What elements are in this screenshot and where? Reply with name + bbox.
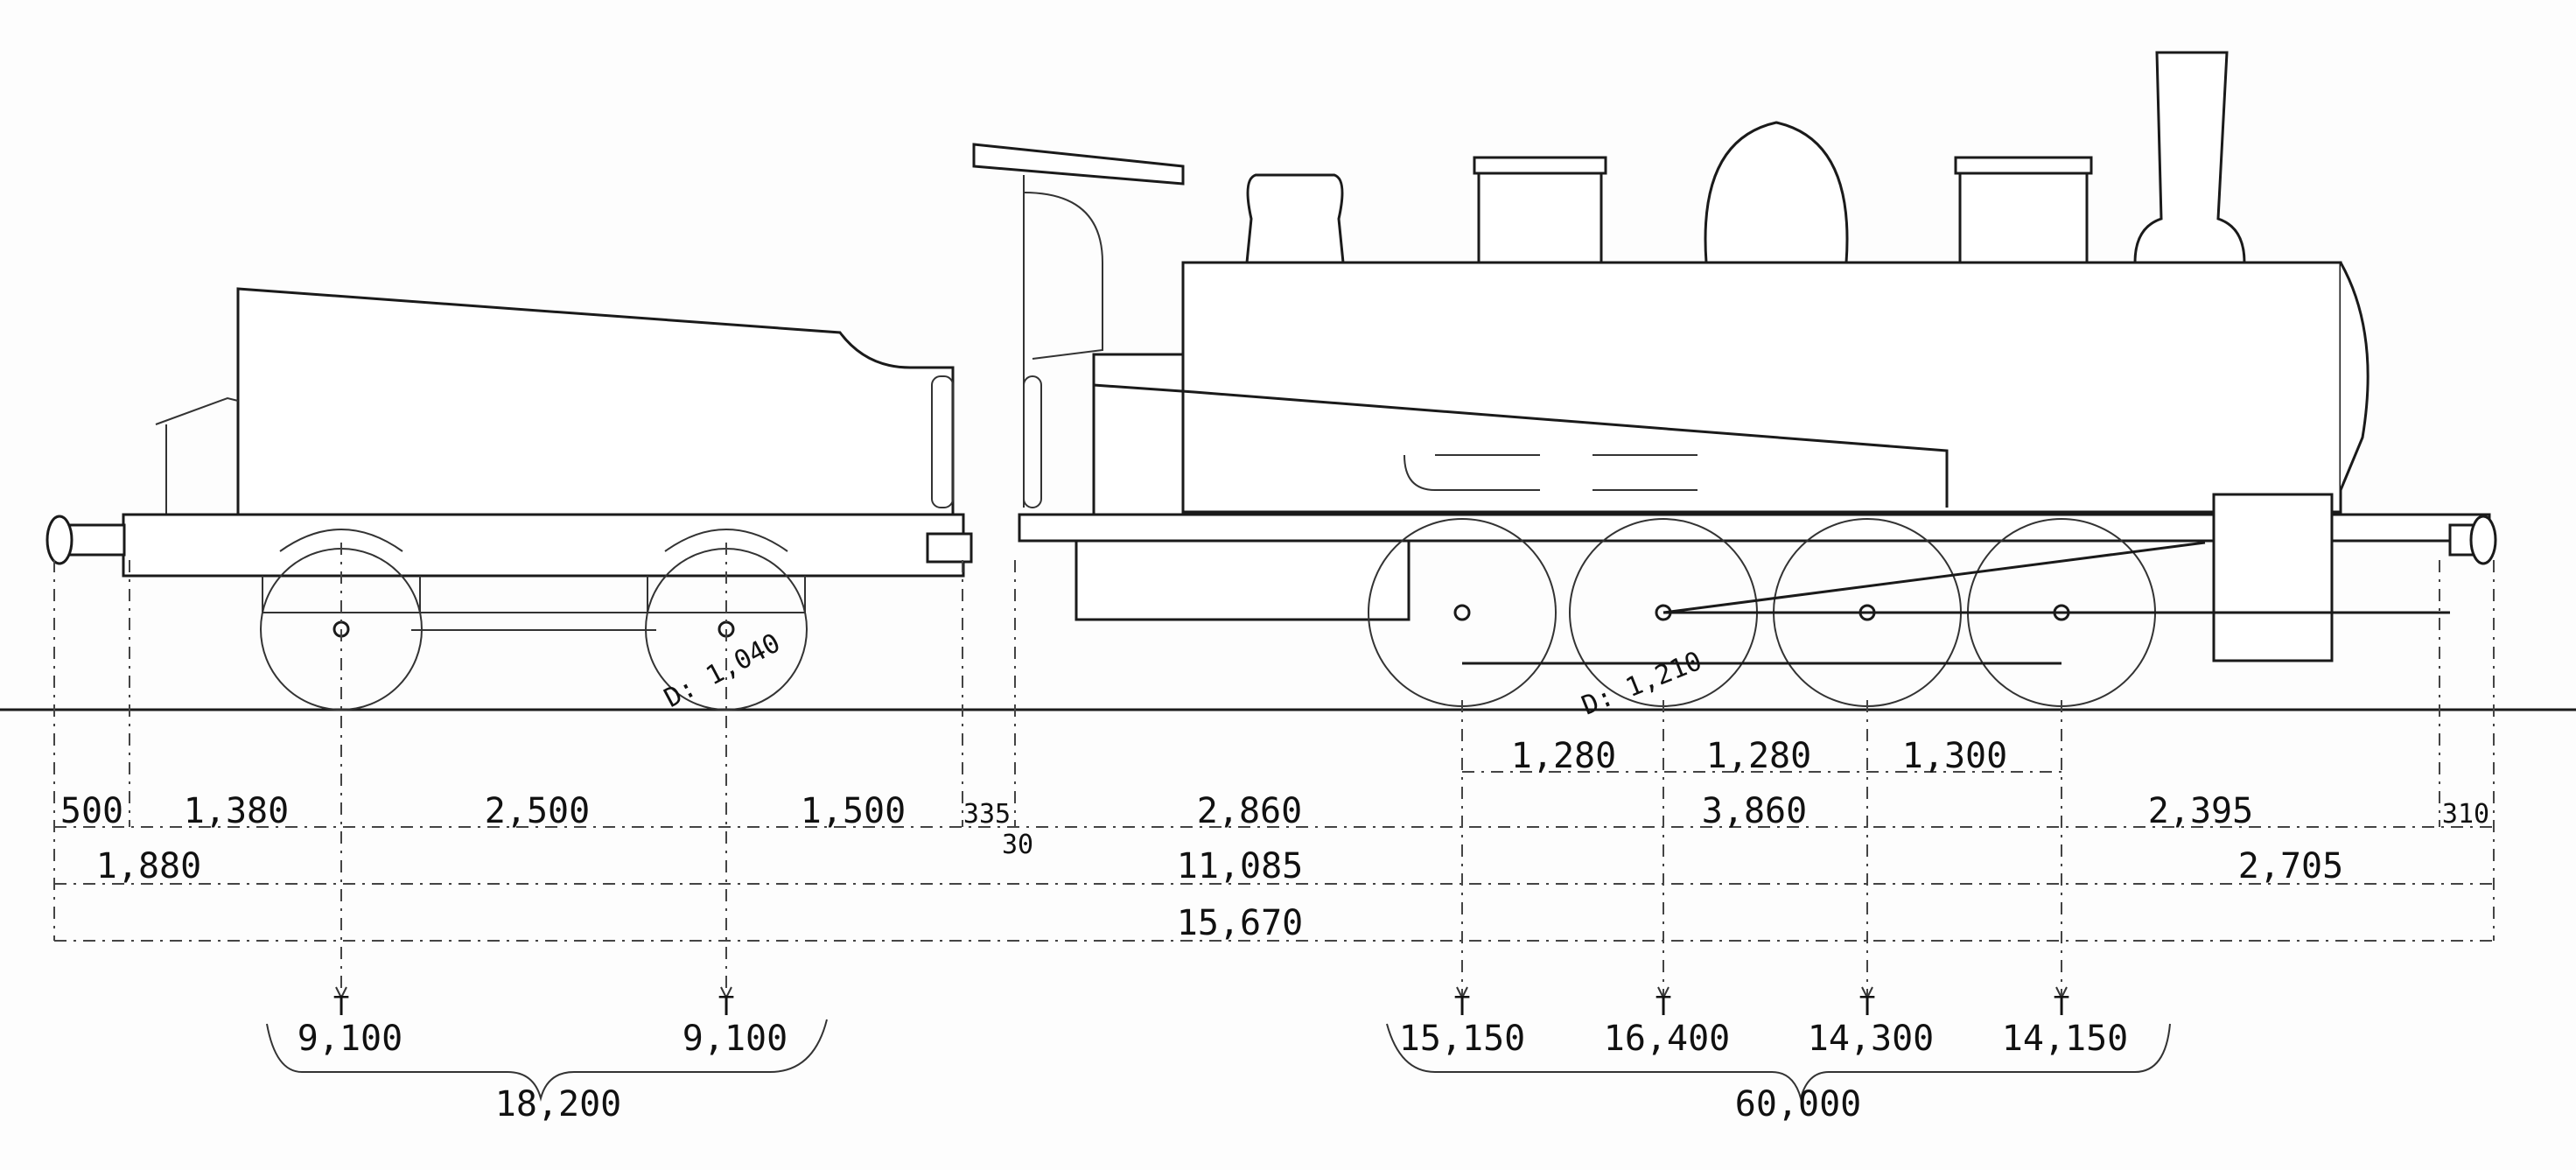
right-buffer [2448,515,2497,565]
unit-mark: T [718,991,734,1022]
dim-1880: 1,880 [96,846,201,886]
tender-total-load: 18,200 [495,1084,622,1124]
dim-30: 30 [1002,830,1033,860]
dim-2500: 2,500 [485,791,590,831]
dim-axle-spacing-2: 1,280 [1706,736,1811,776]
tender-frame [122,513,965,578]
dim-500: 500 [60,791,123,831]
dim-310: 310 [2442,799,2489,830]
smokebox-door [2339,262,2370,491]
springs [1404,454,1698,491]
unit-mark: T [2054,991,2069,1022]
dome-hump [1704,121,1849,264]
tender-rear-coupler [926,532,973,564]
tender-brace [266,1019,828,1102]
engine-axle-load: 15,150 [1399,1019,1526,1059]
sand-dome [1245,173,1345,264]
ashpan [1074,539,1410,621]
dim-15670: 15,670 [1177,903,1304,943]
dim-2860: 2,860 [1197,791,1302,831]
engine-brace [1386,1023,2171,1102]
engine-axle-load: 16,400 [1604,1019,1731,1059]
unit-mark: T [1454,991,1470,1022]
dim-2395: 2,395 [2148,791,2253,831]
engine [931,51,2491,707]
load-arrows [266,986,2171,1102]
chimney [2133,51,2246,264]
tender-axle-load: 9,100 [682,1019,788,1059]
engine-axle-load: 14,150 [2002,1019,2129,1059]
engine-total-load: 60,000 [1735,1084,1862,1124]
dim-axle-spacing-3: 1,300 [1902,736,2007,776]
safety-valve-dome [1958,169,2089,264]
dim-axle-spacing-1: 1,280 [1511,736,1616,776]
engine-axle-load: 14,300 [1808,1019,1935,1059]
dim-3860: 3,860 [1702,791,1807,831]
dim-1380: 1,380 [184,791,289,831]
extension-lines [53,543,2495,1006]
tender-wheel-diameter: D: 1,040 [660,627,786,714]
dim-2705: 2,705 [2238,846,2343,886]
boiler [1181,261,2342,514]
unit-mark: T [333,991,349,1022]
connecting-rod [1662,541,2450,614]
tender-tank [236,287,955,516]
tender-toolbox [155,396,239,425]
dim-335: 335 [963,799,1011,830]
unit-mark: T [1656,991,1671,1022]
dimension-lines [54,771,2494,942]
cab-roof [972,143,1185,186]
steam-dome [1477,169,1603,264]
dim-1500: 1,500 [801,791,906,831]
cylinder [2212,493,2334,662]
left-buffer [46,515,126,565]
tender [122,287,973,711]
dim-11085: 11,085 [1177,846,1304,886]
reach-rod [1093,383,1949,508]
tender-axle-load: 9,100 [298,1019,402,1059]
unit-mark: T [1859,991,1875,1022]
